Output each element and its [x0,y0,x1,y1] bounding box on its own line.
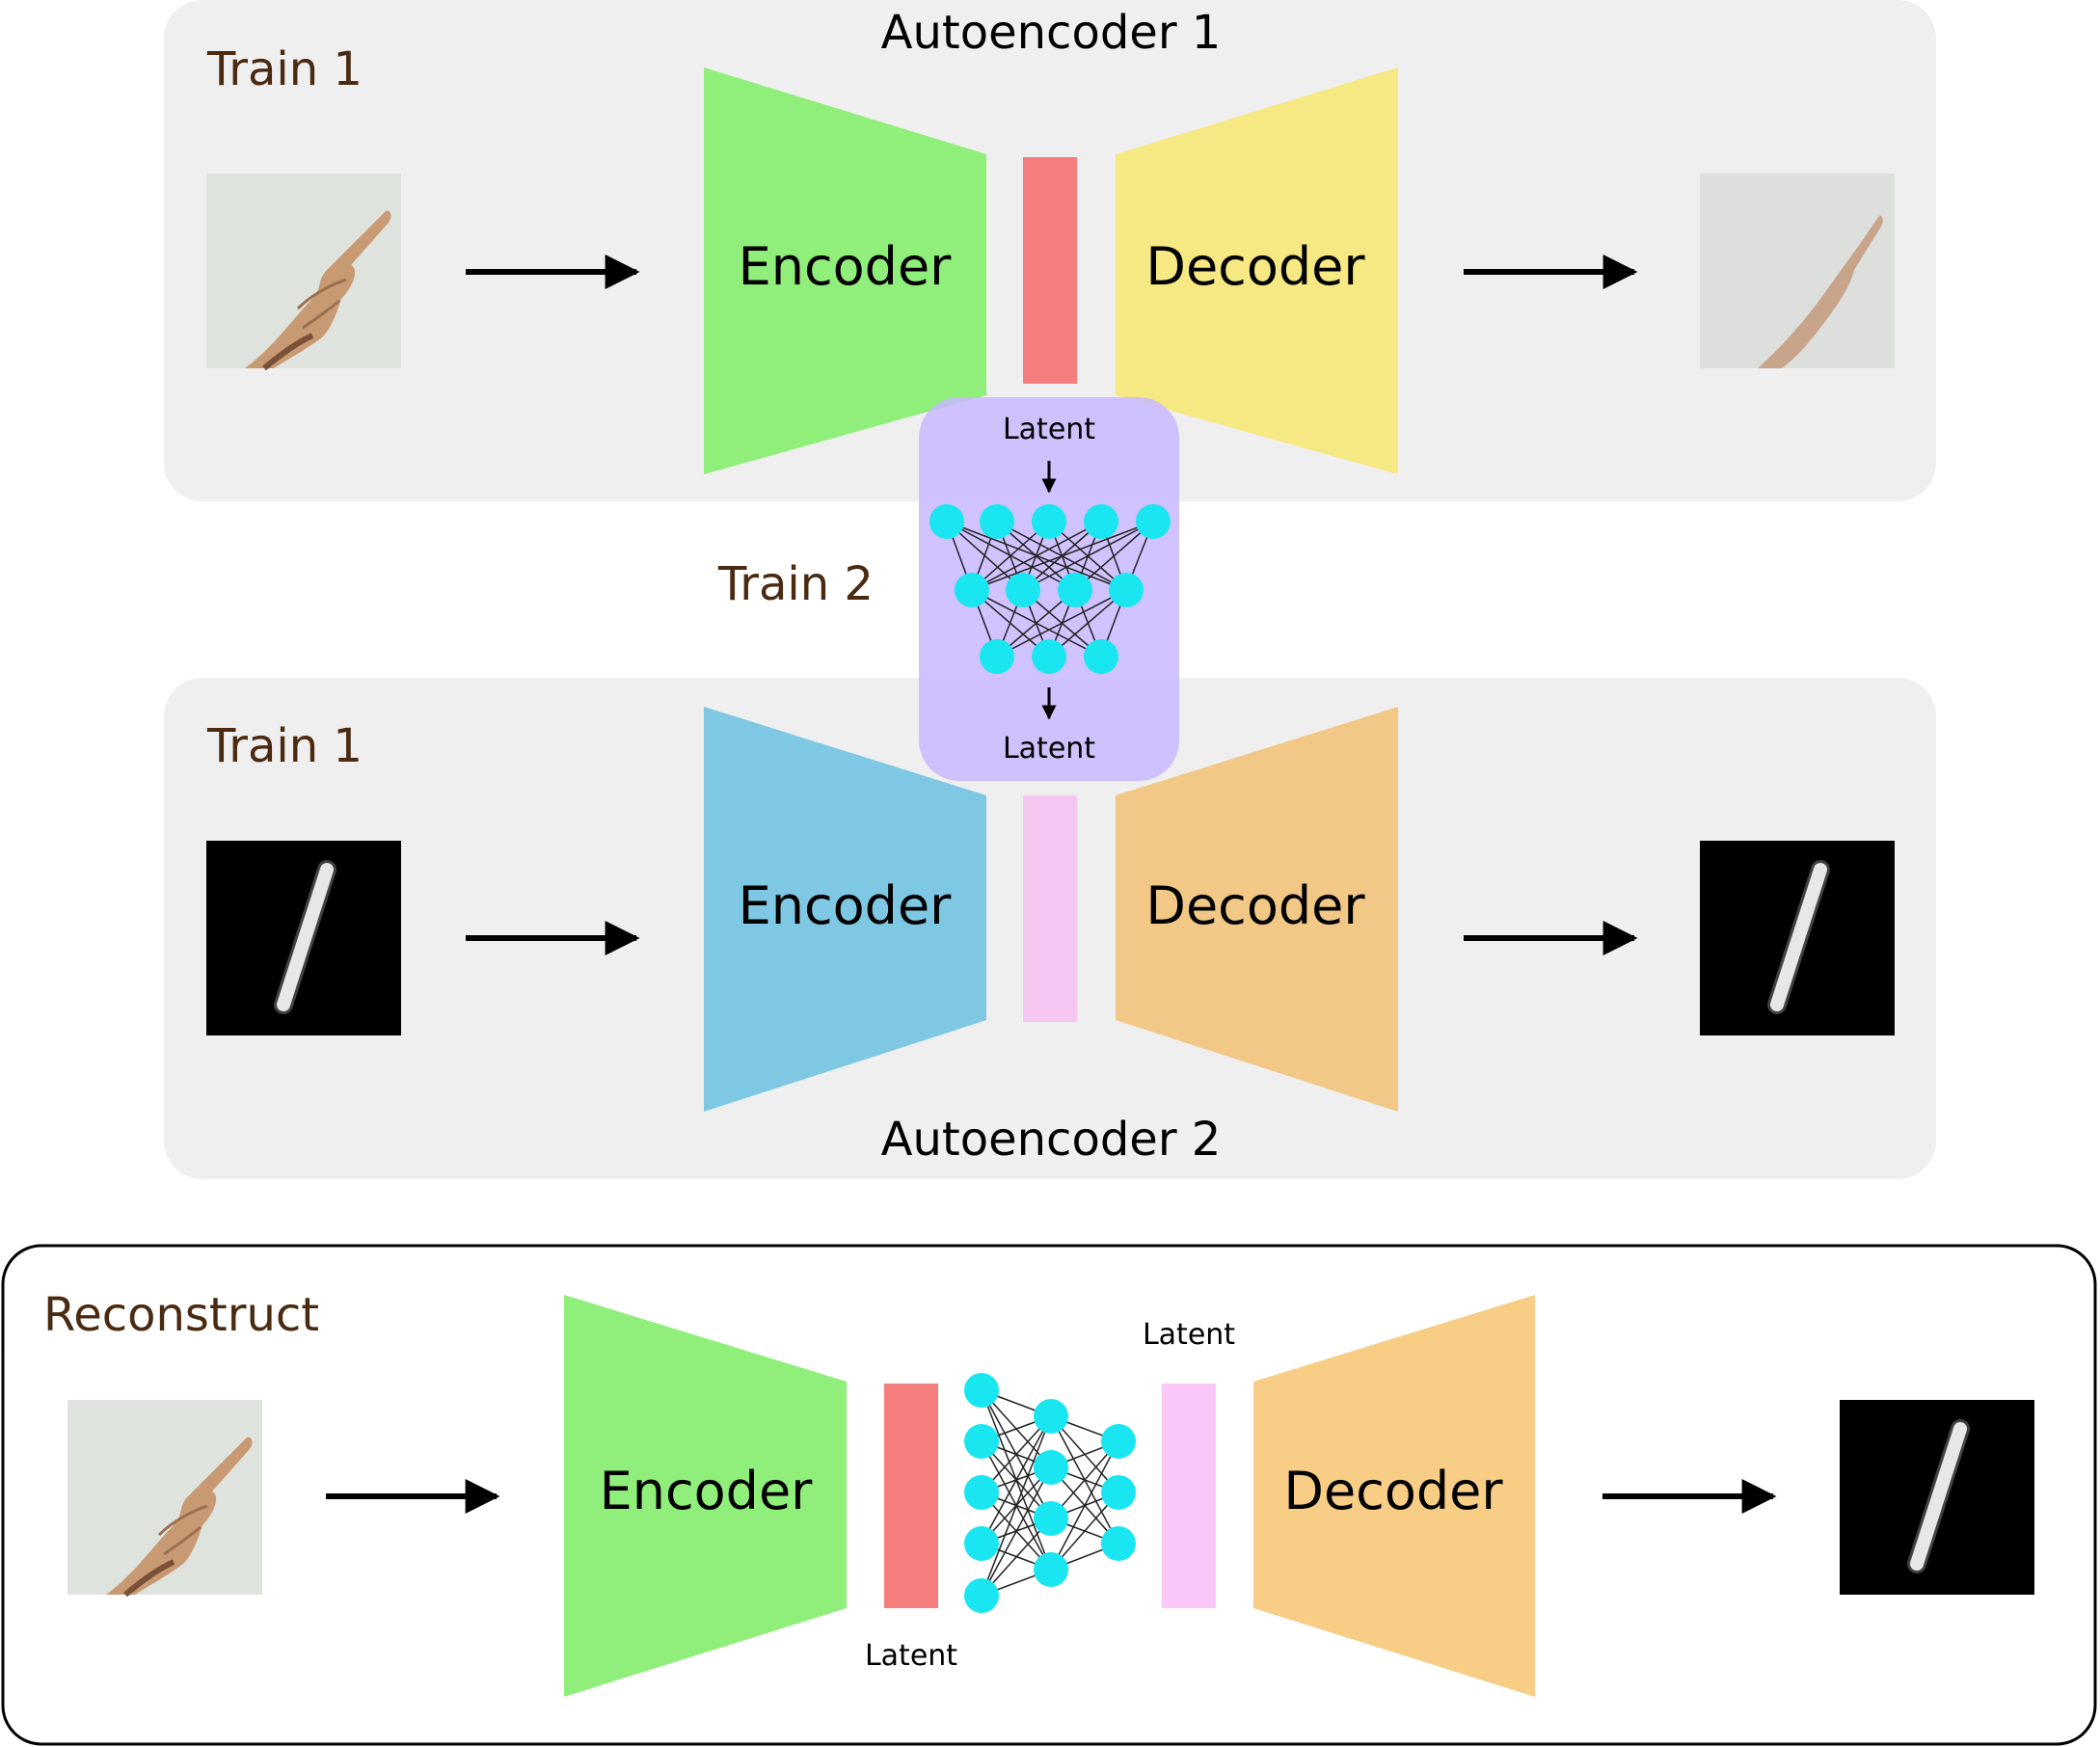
network-node [1136,504,1171,539]
panel2-title: Autoencoder 2 [881,1113,1222,1167]
network-edge [996,589,1127,658]
network-node [1109,573,1144,607]
panel-autoencoder-1: Train 1 Autoencoder 1 Encoder Decoder [164,0,1936,501]
panel1-encoder-shape [704,67,986,474]
network-edge [981,1415,1052,1545]
network-node [1006,573,1040,607]
network-node [1034,1552,1068,1587]
panel1-title: Autoencoder 1 [881,6,1222,60]
network-node [955,573,989,607]
network-node [964,1526,999,1561]
hand-pointing-input-image [67,1400,262,1595]
network-node [1032,504,1066,539]
panel3-latent-bottom-label: Latent [865,1639,957,1673]
hand-pointing-input-image [206,174,401,368]
panel-autoencoder-2: Train 1 Autoencoder 2 Encoder Decoder [164,678,1936,1179]
panel3-decoder-label: Decoder [1283,1461,1503,1521]
network-node [964,1578,999,1613]
panel3-border [1,1244,2097,1746]
network-node [964,1424,999,1459]
network-node [1034,1399,1068,1434]
network-node [964,1373,999,1408]
network-edge [981,1466,1052,1597]
network-node [1084,504,1118,539]
network-edge [981,1415,1052,1597]
network-node [980,504,1014,539]
digit-reconstructed-image [1700,841,1895,1035]
panel2-stage-label: Train 1 [206,719,363,773]
network-node [1034,1501,1068,1536]
network-node [1058,573,1092,607]
panel1-latent-bar [1023,157,1077,384]
network-edge [971,521,1102,591]
panel2-decoder-shape [1116,707,1398,1112]
train2-latent-bottom-label: Latent [1003,732,1095,766]
train2-latent-top-label: Latent [1003,413,1095,446]
network-node [1034,1450,1068,1485]
panel3-encoder-label: Encoder [600,1461,814,1521]
network-node [980,639,1014,674]
panel1-stage-label: Train 1 [206,42,363,96]
panel2-encoder-label: Encoder [739,875,953,936]
digit-output-image [1840,1400,2034,1595]
network-node [1101,1424,1136,1459]
panel3-latent-bar-left [884,1384,938,1608]
panel3-latent-bar-right [1162,1384,1216,1608]
panel3-latent-top-label: Latent [1143,1318,1235,1352]
panel-reconstruct: Reconstruct Encoder Latent Latent Decode… [1,1244,2097,1746]
network-node [964,1475,999,1510]
network-node [929,504,964,539]
digit-input-image [206,841,401,1035]
hand-reconstructed-image [1700,174,1895,368]
network-edge [971,521,1154,591]
panel1-encoder-label: Encoder [739,236,953,297]
panel3-network [964,1373,1136,1613]
panel2-decoder-label: Decoder [1145,875,1365,936]
panel1-decoder-shape [1116,67,1398,474]
network-node [1101,1526,1136,1561]
network-node [1032,639,1066,674]
network-node [1084,639,1118,674]
panel3-decoder-shape [1253,1295,1535,1697]
network-edge [1050,1440,1119,1571]
panel2-latent-bar [1023,795,1077,1022]
panel1-decoder-label: Decoder [1145,236,1365,297]
train2-stage-label: Train 2 [717,557,874,611]
train2-latent-mapper: Train 2 Latent Latent [717,397,1179,781]
train2-mapper-box [919,397,1179,781]
train2-network [929,504,1171,674]
network-edge [1022,521,1154,591]
panel3-encoder-shape [564,1295,847,1697]
panel3-stage-label: Reconstruct [43,1288,319,1342]
panel2-encoder-shape [704,707,986,1112]
network-node [1101,1475,1136,1510]
